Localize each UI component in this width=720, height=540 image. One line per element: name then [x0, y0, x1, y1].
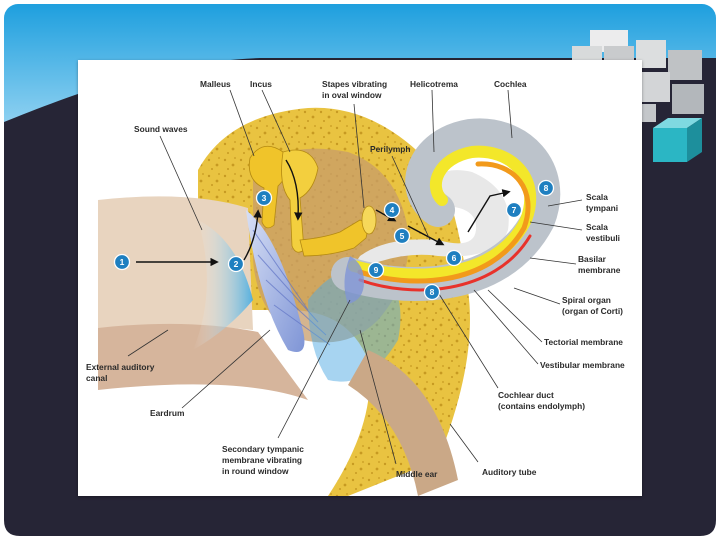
ear-diagram: 1 2 3 4 5 6 7 8 8 9 Malleus Incus Stapes…	[86, 79, 625, 496]
label-basilar-line2: membrane	[578, 265, 621, 275]
leader-scala-vestibuli	[529, 221, 583, 231]
label-middle-ear: Middle ear	[396, 469, 438, 479]
cochlea-shell	[331, 118, 561, 301]
leader-external-canal	[127, 329, 169, 357]
cochlea-outer	[348, 170, 509, 274]
round-window	[344, 256, 364, 304]
label-vestibular: Vestibular membrane	[540, 360, 625, 370]
leader-tectorial	[487, 289, 543, 343]
label-scala-vestibuli-line2: vestibuli	[586, 233, 620, 243]
label-stapes-line1: Stapes vibrating	[322, 79, 387, 89]
leader-malleus	[229, 89, 255, 157]
arrow-eardrum	[243, 209, 262, 261]
step-marker-8a: 8	[537, 179, 555, 197]
leader-incus	[261, 89, 291, 153]
leader-stapes	[353, 103, 365, 209]
step-marker-8b: 8	[423, 283, 441, 301]
label-external-canal-line1: External auditory	[86, 362, 155, 372]
label-basilar-line1: Basilar	[578, 254, 607, 264]
cube-f	[672, 84, 704, 114]
step-marker-4: 4	[383, 201, 401, 219]
step-marker-7: 7	[505, 201, 523, 219]
arrow-oval-window	[375, 209, 397, 222]
leader-perilymph	[391, 155, 431, 241]
ear-figure: 1 2 3 4 5 6 7 8 8 9 Malleus Incus Stapes…	[78, 60, 642, 496]
svg-text:8: 8	[430, 287, 435, 297]
label-eardrum: Eardrum	[150, 408, 184, 418]
leader-spiral	[513, 287, 561, 305]
label-malleus: Malleus	[200, 79, 231, 89]
label-scala-tympani-line1: Scala	[586, 192, 608, 202]
leader-secondary-membrane	[277, 299, 351, 439]
scala-vestibuli	[348, 145, 537, 281]
svg-text:7: 7	[512, 205, 517, 215]
leader-basilar	[529, 257, 577, 265]
svg-text:5: 5	[400, 231, 405, 241]
label-secondary-membrane-line1: Secondary tympanic	[222, 444, 304, 454]
leader-scala-tympani	[547, 199, 583, 207]
cube-d	[668, 50, 702, 80]
eardrum-striations	[252, 229, 331, 346]
step-marker-5: 5	[393, 227, 411, 245]
label-cochlear-duct-line2: (contains endolymph)	[498, 401, 585, 411]
accent-cube-face	[653, 128, 687, 162]
svg-text:8: 8	[544, 183, 549, 193]
leader-middle-ear	[359, 329, 397, 465]
basilar-membrane-edge	[358, 234, 532, 292]
step-marker-6: 6	[445, 249, 463, 267]
label-scala-tympani-line2: tympani	[586, 203, 618, 213]
leader-sound-waves	[159, 135, 203, 231]
leader-cochlear-duct	[433, 285, 499, 389]
leader-eardrum	[181, 329, 271, 409]
arrow-scala-vestibuli	[407, 225, 445, 246]
label-spiral-line2: (organ of Corti)	[562, 306, 623, 316]
label-perilymph: Perilymph	[370, 144, 411, 154]
oval-window	[361, 205, 377, 235]
leader-cochlea	[507, 89, 513, 139]
label-tectorial: Tectorial membrane	[544, 337, 623, 347]
svg-text:6: 6	[452, 253, 457, 263]
step-marker-9: 9	[367, 261, 385, 279]
accent-cube-side	[687, 118, 702, 162]
svg-text:1: 1	[120, 257, 125, 267]
label-helicotrema: Helicotrema	[410, 79, 458, 89]
label-incus: Incus	[250, 79, 272, 89]
label-external-canal-line2: canal	[86, 373, 107, 383]
cube-g	[640, 104, 656, 122]
malleus-bone	[248, 145, 288, 229]
svg-text:2: 2	[234, 259, 239, 269]
step-marker-1: 1	[113, 253, 131, 271]
accent-cube-top	[653, 118, 702, 128]
arrow-ossicles	[285, 159, 303, 221]
label-cochlear-duct-line1: Cochlear duct	[498, 390, 554, 400]
cube-e	[638, 72, 670, 102]
leader-vestibular	[473, 289, 539, 365]
label-cochlea: Cochlea	[494, 79, 527, 89]
leader-helicotrema	[431, 89, 435, 153]
label-secondary-membrane-line3: in round window	[222, 466, 289, 476]
label-secondary-membrane-line2: membrane vibrating	[222, 455, 302, 465]
step-marker-2: 2	[227, 255, 245, 273]
label-stapes-line2: in oval window	[322, 90, 382, 100]
step-marker-3: 3	[255, 189, 273, 207]
cochlear-duct	[357, 161, 531, 284]
label-spiral-line1: Spiral organ	[562, 295, 611, 305]
sound-waves	[193, 220, 253, 350]
label-auditory-tube: Auditory tube	[482, 467, 537, 477]
svg-text:9: 9	[374, 265, 379, 275]
label-sound-waves: Sound waves	[134, 124, 188, 134]
leader-auditory-tube	[449, 423, 479, 463]
svg-text:4: 4	[390, 205, 395, 215]
label-scala-vestibuli-line1: Scala	[586, 222, 608, 232]
svg-text:3: 3	[262, 193, 267, 203]
arrow-duct	[467, 189, 511, 233]
